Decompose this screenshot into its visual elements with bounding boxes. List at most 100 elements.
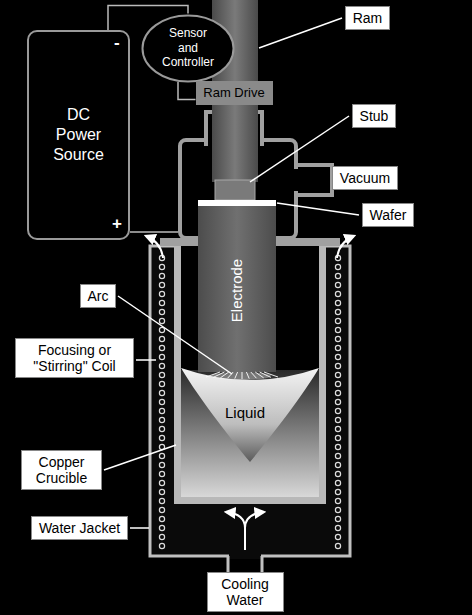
coil-winding — [159, 417, 164, 422]
leader-lines — [104, 18, 359, 528]
node-text: Sensor and Controller — [160, 26, 216, 69]
coil-winding — [335, 543, 340, 548]
coil-winding — [335, 462, 340, 467]
ellipse-shape — [143, 15, 234, 81]
terminal-sign: + — [112, 214, 122, 234]
terminal-sign: - — [114, 33, 120, 53]
node-text: Stub — [360, 108, 389, 124]
power-source-box: DC Power Source — [27, 30, 130, 240]
node-text: DC Power Source — [48, 105, 110, 165]
leader-line — [136, 359, 156, 361]
coil-winding — [159, 264, 164, 269]
node-text: Ram Drive — [203, 86, 264, 101]
arc-ray — [242, 372, 243, 379]
water-inflow — [245, 512, 264, 550]
coil-winding — [335, 399, 340, 404]
coil-winding — [335, 480, 340, 485]
part-label: Electrode — [229, 258, 246, 321]
coil-winding — [159, 399, 164, 404]
cooling-pipe — [261, 556, 264, 572]
coil-winding — [335, 291, 340, 296]
coil-winding — [335, 318, 340, 323]
coil-winding — [159, 435, 164, 440]
node-text: Copper Crucible — [29, 454, 95, 486]
coil-winding — [159, 390, 164, 395]
node-text: Arc — [88, 288, 109, 304]
coil-winding — [159, 507, 164, 512]
coil-winding — [335, 525, 340, 530]
coil-winding — [159, 291, 164, 296]
coil-winding — [159, 498, 164, 503]
coil-winding — [335, 336, 340, 341]
coil-winding — [159, 363, 164, 368]
part-label: Arc — [80, 284, 116, 308]
coil-winding — [159, 489, 164, 494]
part-label: Wafer — [362, 203, 414, 227]
leader-line — [277, 203, 359, 215]
coil-winding — [335, 309, 340, 314]
coil-winding — [159, 345, 164, 350]
arc-ray — [264, 372, 278, 377]
wafer — [198, 200, 276, 206]
node-text: Cooling Water — [214, 576, 276, 608]
arc-discharge — [206, 372, 278, 380]
node-text: Vacuum — [340, 170, 390, 186]
cooling-pipe — [227, 556, 230, 572]
coil-winding — [335, 354, 340, 359]
coil-winding — [335, 534, 340, 539]
coil-winding — [159, 516, 164, 521]
node-text: Ram — [353, 10, 383, 26]
coil-winding — [159, 543, 164, 548]
coil-winding — [159, 408, 164, 413]
part-label: Cooling Water — [207, 572, 284, 612]
coil-winding — [335, 264, 340, 269]
water-inflow — [226, 512, 245, 550]
coil-winding — [159, 381, 164, 386]
coil-winding — [335, 327, 340, 332]
node-text: Water Jacket — [39, 520, 120, 536]
controller-ellipse: Sensor and Controller — [141, 14, 235, 83]
coil-winding — [159, 273, 164, 278]
signal-wire — [178, 82, 196, 99]
port-opening — [292, 169, 300, 191]
coil-winding — [335, 516, 340, 521]
coil-winding — [335, 417, 340, 422]
arc-glow — [211, 372, 271, 380]
coil-winding — [159, 525, 164, 530]
water-outflow — [146, 236, 163, 258]
coil-winding — [159, 336, 164, 341]
part-label: Water Jacket — [31, 516, 128, 540]
coil-winding — [335, 435, 340, 440]
coil-winding — [335, 300, 340, 305]
liquid-pool — [181, 368, 319, 462]
leader-line — [259, 18, 342, 48]
coil-winding — [159, 354, 164, 359]
coil-winding — [335, 489, 340, 494]
stirring-coil — [159, 255, 340, 548]
coil-winding — [335, 381, 340, 386]
coil-winding — [159, 300, 164, 305]
part-label: Liquid — [225, 404, 265, 421]
stub — [215, 180, 255, 200]
coil-winding — [159, 282, 164, 287]
coil-winding — [159, 318, 164, 323]
part-label: Copper Crucible — [21, 450, 102, 490]
part-label: Ram — [345, 6, 390, 30]
node-text: Wafer — [370, 207, 407, 223]
coil-winding — [335, 345, 340, 350]
coil-winding — [335, 453, 340, 458]
coil-winding — [159, 426, 164, 431]
coil-winding — [159, 534, 164, 539]
leader-line — [104, 445, 176, 470]
coil-winding — [335, 390, 340, 395]
leader-line — [130, 527, 149, 529]
coil-winding — [335, 507, 340, 512]
coil-winding — [159, 471, 164, 476]
coil-winding — [159, 462, 164, 467]
coil-winding — [335, 426, 340, 431]
coil-winding — [335, 273, 340, 278]
part-label: Stub — [352, 104, 396, 128]
part-label: Vacuum — [332, 166, 398, 190]
coil-winding — [335, 363, 340, 368]
coil-winding — [335, 444, 340, 449]
